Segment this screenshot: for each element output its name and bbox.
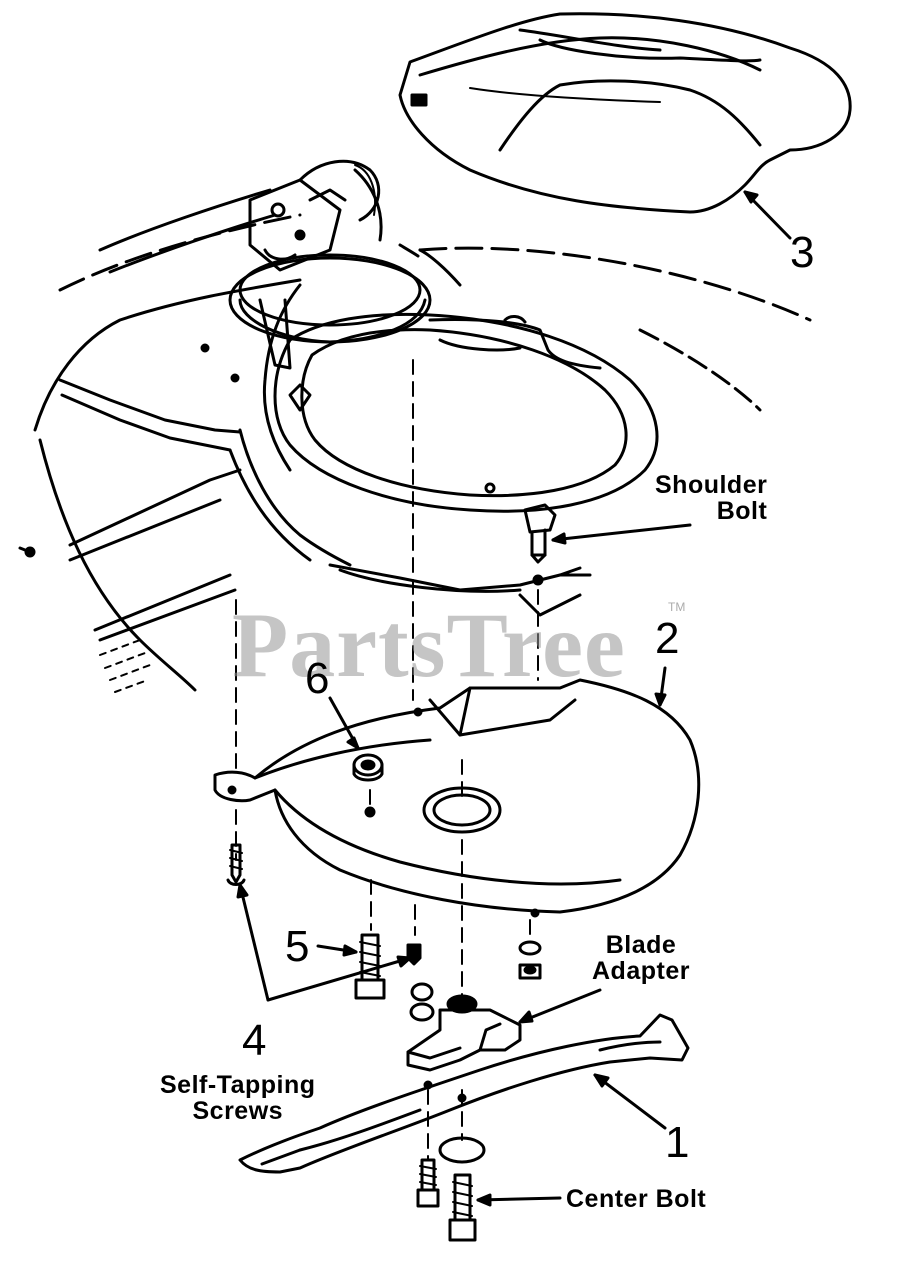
self-tapping-line2: Screws <box>192 1097 284 1126</box>
bolt-part-5 <box>354 933 386 1000</box>
self-tapping-line1: Self-Tapping <box>160 1071 316 1099</box>
callout-part-6: 6 <box>305 654 330 703</box>
leader-part-2 <box>654 666 667 707</box>
center-bolt <box>438 1136 486 1242</box>
shoulder-bolt <box>523 503 557 586</box>
callout-self-tapping-screws: Self-Tapping Screws <box>160 1072 316 1125</box>
leader-part-6 <box>328 696 360 750</box>
blade-adapter-line1: Blade <box>605 931 677 959</box>
baffle-plate-part-2 <box>213 678 701 918</box>
lower-screw <box>416 1158 440 1208</box>
leader-part-3 <box>743 190 792 240</box>
engine-pulley-assembly <box>228 159 432 370</box>
leader-shoulder-bolt <box>551 523 692 545</box>
leader-part-1 <box>593 1073 667 1130</box>
cover-shroud-part-3 <box>398 12 852 214</box>
callout-part-5: 5 <box>285 922 310 971</box>
callout-part-2: 2 <box>655 614 680 663</box>
mower-housing <box>18 188 812 693</box>
callout-shoulder-bolt: Shoulder Bolt <box>655 472 767 525</box>
leader-blade-adapter <box>518 988 602 1024</box>
self-tapping-screws-part-4 <box>226 843 422 966</box>
watermark-trademark: TM <box>668 600 686 614</box>
callout-part-1: 1 <box>665 1118 690 1167</box>
callout-center-bolt: Center Bolt <box>566 1185 707 1213</box>
blade-adapter <box>406 982 522 1072</box>
blade-adapter-line2: Adapter <box>592 957 690 986</box>
watermark: PartsTree <box>232 594 626 696</box>
lock-nut-washer <box>518 940 542 980</box>
leader-part-5 <box>316 944 358 957</box>
callout-blade-adapter: Blade Adapter <box>592 932 690 985</box>
leader-part-4 <box>236 883 412 1002</box>
callout-part-4: 4 <box>242 1016 267 1065</box>
leader-center-bolt <box>476 1193 562 1207</box>
shoulder-bolt-line2: Bolt <box>716 497 768 526</box>
nut-part-6 <box>352 753 384 782</box>
assembly-dashed-lines <box>235 359 539 1161</box>
callout-part-3: 3 <box>790 228 815 277</box>
shoulder-bolt-line1: Shoulder <box>655 471 768 499</box>
blade-part-1 <box>238 1013 690 1174</box>
